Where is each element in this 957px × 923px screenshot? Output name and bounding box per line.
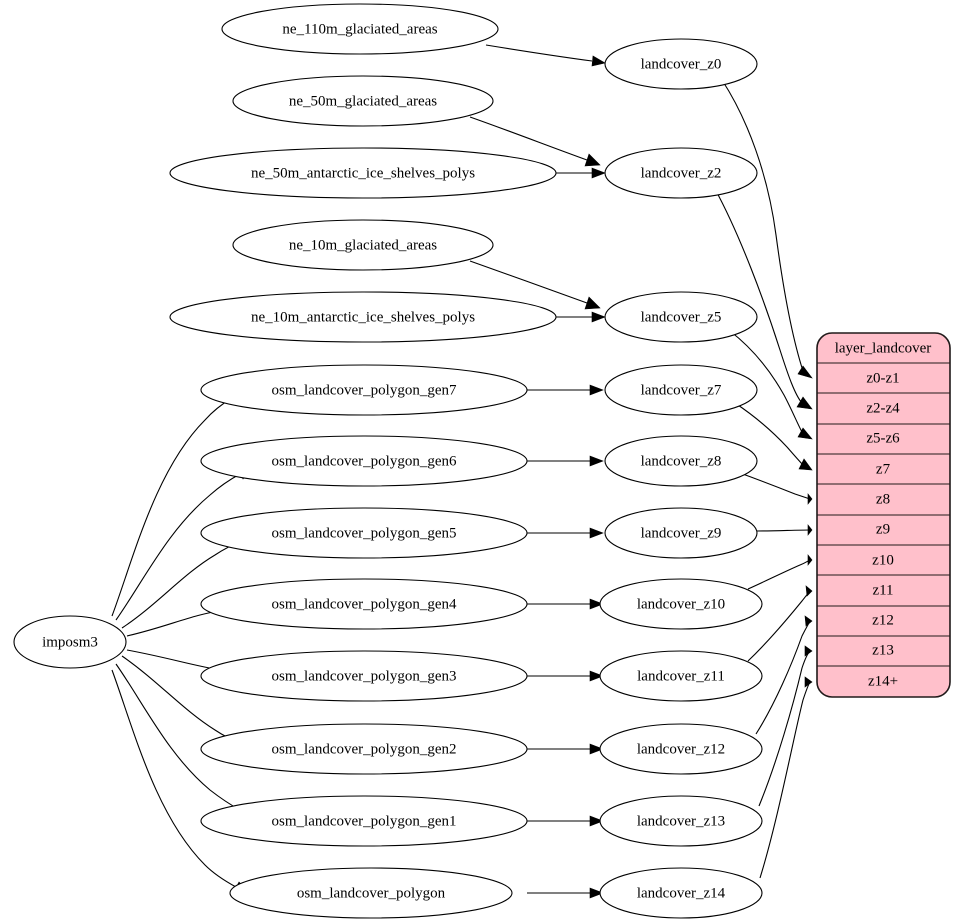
node-osm-landcover-polygon-gen1[interactable]: osm_landcover_polygon_gen1	[200, 795, 528, 847]
node-osm-landcover-polygon-gen3[interactable]: osm_landcover_polygon_gen3	[200, 650, 528, 702]
node-ne-10m-antarctic-ice-shelves-polys-label: ne_10m_antarctic_ice_shelves_polys	[251, 309, 475, 325]
node-osm-landcover-polygon-gen5-label: osm_landcover_polygon_gen5	[272, 525, 457, 541]
node-landcover-z10-label: landcover_z10	[637, 596, 725, 612]
node-landcover-z0-label: landcover_z0	[641, 56, 722, 72]
edges-osm-to-landcover	[526, 384, 604, 899]
node-osm-landcover-polygon-label: osm_landcover_polygon	[297, 885, 446, 901]
node-landcover-z14-label: landcover_z14	[637, 885, 726, 901]
node-landcover-z7-label: landcover_z7	[641, 382, 722, 398]
layer-landcover-row-z10[interactable]: z10	[872, 552, 894, 568]
layer-landcover-row-z14-plus[interactable]: z14+	[868, 673, 898, 689]
edges-landcover-to-layer	[714, 79, 813, 879]
node-imposm3[interactable]: imposm3	[13, 615, 127, 669]
node-layer-landcover-table[interactable]: layer_landcover z0-z1 z2-z4 z5-z6 z7 z8 …	[816, 332, 951, 698]
node-osm-landcover-polygon[interactable]: osm_landcover_polygon	[229, 867, 513, 919]
node-osm-landcover-polygon-gen2[interactable]: osm_landcover_polygon_gen2	[200, 723, 528, 775]
node-landcover-z2-label: landcover_z2	[641, 165, 722, 181]
node-landcover-z9-label: landcover_z9	[641, 525, 722, 541]
layer-landcover-row-z5-z6[interactable]: z5-z6	[866, 430, 900, 446]
layer-landcover-table-border	[816, 332, 951, 698]
node-osm-landcover-polygon-gen6-label: osm_landcover_polygon_gen6	[272, 453, 457, 469]
node-landcover-z12[interactable]: landcover_z12	[599, 723, 763, 775]
node-osm-landcover-polygon-gen3-label: osm_landcover_polygon_gen3	[272, 668, 457, 684]
node-ne-50m-antarctic-ice-shelves-polys-label: ne_50m_antarctic_ice_shelves_polys	[251, 165, 475, 181]
node-ne-50m-antarctic-ice-shelves-polys[interactable]: ne_50m_antarctic_ice_shelves_polys	[169, 147, 557, 199]
node-landcover-z5-label: landcover_z5	[641, 309, 722, 325]
layer-landcover-row-z7[interactable]: z7	[876, 461, 891, 477]
layer-landcover-row-z12[interactable]: z12	[872, 612, 894, 628]
node-landcover-z0[interactable]: landcover_z0	[604, 38, 758, 90]
node-landcover-z14[interactable]: landcover_z14	[599, 867, 763, 919]
node-osm-landcover-polygon-gen2-label: osm_landcover_polygon_gen2	[272, 741, 457, 757]
node-osm-landcover-polygon-gen6[interactable]: osm_landcover_polygon_gen6	[200, 435, 528, 487]
node-imposm3-label: imposm3	[42, 634, 98, 650]
layer-landcover-row-separators	[817, 362, 950, 667]
node-landcover-z11-label: landcover_z11	[637, 668, 725, 684]
node-landcover-z5[interactable]: landcover_z5	[604, 291, 758, 343]
node-ne-10m-antarctic-ice-shelves-polys[interactable]: ne_10m_antarctic_ice_shelves_polys	[169, 291, 557, 343]
node-osm-landcover-polygon-gen5[interactable]: osm_landcover_polygon_gen5	[200, 507, 528, 559]
node-landcover-z2[interactable]: landcover_z2	[604, 147, 758, 199]
node-landcover-z13-label: landcover_z13	[637, 813, 725, 829]
node-landcover-z7[interactable]: landcover_z7	[604, 364, 758, 416]
node-landcover-z13[interactable]: landcover_z13	[599, 795, 763, 847]
node-landcover-z9[interactable]: landcover_z9	[604, 507, 758, 559]
node-osm-landcover-polygon-gen7[interactable]: osm_landcover_polygon_gen7	[200, 364, 528, 416]
layer-landcover-row-z9[interactable]: z9	[876, 521, 890, 537]
node-ne-10m-glaciated-areas-label: ne_10m_glaciated_areas	[289, 237, 437, 253]
layer-landcover-row-z0-z1[interactable]: z0-z1	[866, 370, 899, 386]
node-landcover-z11[interactable]: landcover_z11	[599, 650, 763, 702]
node-landcover-z12-label: landcover_z12	[637, 741, 725, 757]
edges-naturalearth-to-landcover	[469, 44, 606, 323]
node-landcover-z8[interactable]: landcover_z8	[604, 435, 758, 487]
node-osm-landcover-polygon-gen1-label: osm_landcover_polygon_gen1	[272, 813, 457, 829]
node-ne-50m-glaciated-areas-label: ne_50m_glaciated_areas	[289, 93, 437, 109]
layer-landcover-row-z2-z4[interactable]: z2-z4	[866, 400, 900, 416]
node-ne-110m-glaciated-areas-label: ne_110m_glaciated_areas	[282, 21, 437, 37]
node-ne-50m-glaciated-areas[interactable]: ne_50m_glaciated_areas	[232, 75, 494, 127]
layer-landcover-row-z8[interactable]: z8	[876, 491, 890, 507]
layer-landcover-header: layer_landcover	[835, 340, 932, 356]
node-osm-landcover-polygon-gen4-label: osm_landcover_polygon_gen4	[272, 596, 457, 612]
node-landcover-z10[interactable]: landcover_z10	[599, 578, 763, 630]
node-osm-landcover-polygon-gen7-label: osm_landcover_polygon_gen7	[272, 382, 457, 398]
layer-landcover-row-z13[interactable]: z13	[872, 642, 894, 658]
node-landcover-z8-label: landcover_z8	[641, 453, 722, 469]
node-osm-landcover-polygon-gen4[interactable]: osm_landcover_polygon_gen4	[200, 578, 528, 630]
layer-landcover-row-z11[interactable]: z11	[872, 582, 893, 598]
node-ne-10m-glaciated-areas[interactable]: ne_10m_glaciated_areas	[232, 219, 494, 271]
node-ne-110m-glaciated-areas[interactable]: ne_110m_glaciated_areas	[221, 3, 499, 55]
